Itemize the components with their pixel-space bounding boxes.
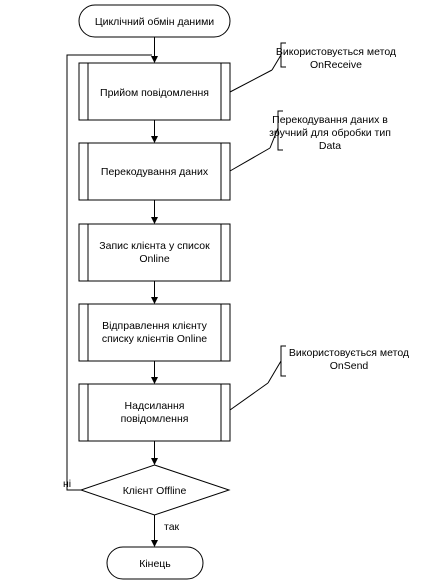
comment-onsend-bracket [280, 345, 286, 377]
yes-branch-label: так [164, 521, 180, 533]
comment-recode-connector-b [269, 127, 279, 149]
comment-onreceive-bracket [280, 42, 286, 68]
step-send-message [78, 383, 231, 442]
loop-back-line [66, 54, 152, 491]
step-send-message-line-1: Надсилання [125, 400, 185, 412]
arrowhead-step5 [151, 377, 158, 384]
step-recode-data-label: Перекодування даних [101, 166, 209, 178]
comment-onreceive-connector-a [229, 69, 273, 93]
comment-onsend-connector-a [229, 382, 269, 411]
comment-recode-line-2: зручний для обробки тип [269, 127, 391, 139]
step-send-message-line-2: повідомлення [121, 413, 189, 425]
comment-recode-line-1: Перекодування даних в [272, 114, 388, 126]
loop-back-arrowhead [151, 56, 158, 63]
step-recode-data-line-1: Перекодування даних [101, 166, 209, 178]
no-branch-label: ні [63, 478, 71, 490]
step-add-client-online-line-2: Online [139, 253, 170, 265]
comment-onreceive-line-2: OnReceive [310, 59, 362, 71]
end-terminator [106, 546, 204, 580]
step-receive-message-label: Прийом повідомлення [100, 87, 209, 99]
step-receive-message-line-1: Прийом повідомлення [100, 87, 209, 99]
arrowhead-step3 [151, 217, 158, 224]
comment-onsend-line-2: OnSend [330, 360, 369, 372]
end-label: Кінець [139, 558, 171, 570]
comment-onreceive-connector-b [271, 54, 282, 71]
arrowhead-decision [151, 458, 158, 465]
comment-onsend-line-1: Використовується метод [289, 347, 409, 359]
arrowhead-end [151, 540, 158, 547]
comment-recode-line-3: Data [319, 140, 341, 152]
step-recode-data [78, 142, 231, 201]
comment-recode-connector-a [229, 147, 271, 172]
arrowhead-step4 [151, 297, 158, 304]
step-send-online-list-line-2: списку клієнтів Online [102, 333, 207, 345]
step-add-client-online [78, 223, 231, 282]
comment-onreceive-line-1: Використовується метод [276, 46, 396, 58]
arrowhead-step2 [151, 136, 158, 143]
step-send-online-list [78, 303, 231, 362]
start-label: Циклічний обмін даними [95, 16, 214, 28]
step-add-client-online-line-1: Запис клієнта у список [99, 240, 210, 252]
step-receive-message [78, 62, 231, 121]
decision-label: Клієнт Offline [123, 485, 187, 497]
comment-onsend-connector-b [267, 360, 282, 384]
comment-recode-bracket [277, 110, 283, 151]
step-send-online-list-line-1: Відправлення клієнту [102, 320, 208, 332]
